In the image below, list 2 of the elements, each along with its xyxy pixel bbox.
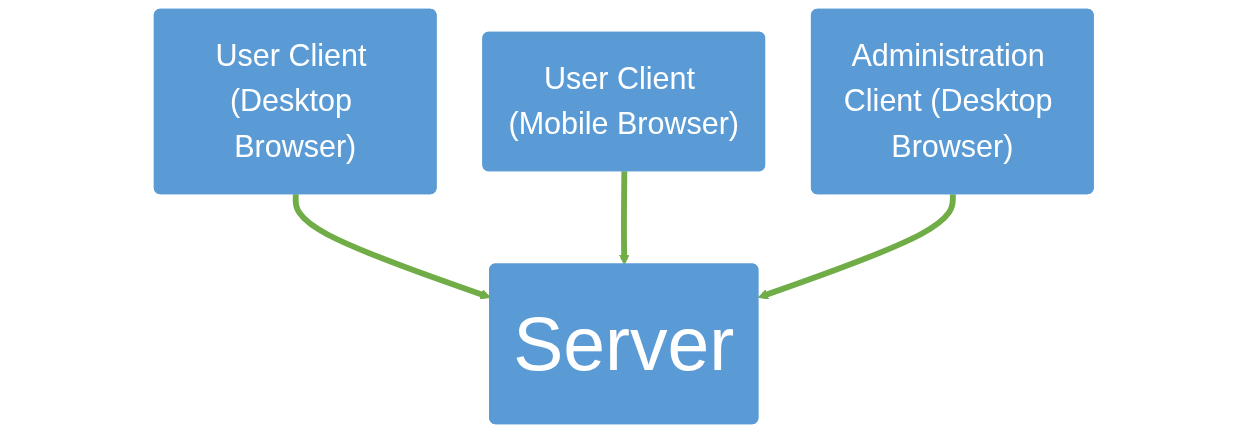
arrow [618, 171, 630, 266]
arrow [757, 194, 956, 300]
